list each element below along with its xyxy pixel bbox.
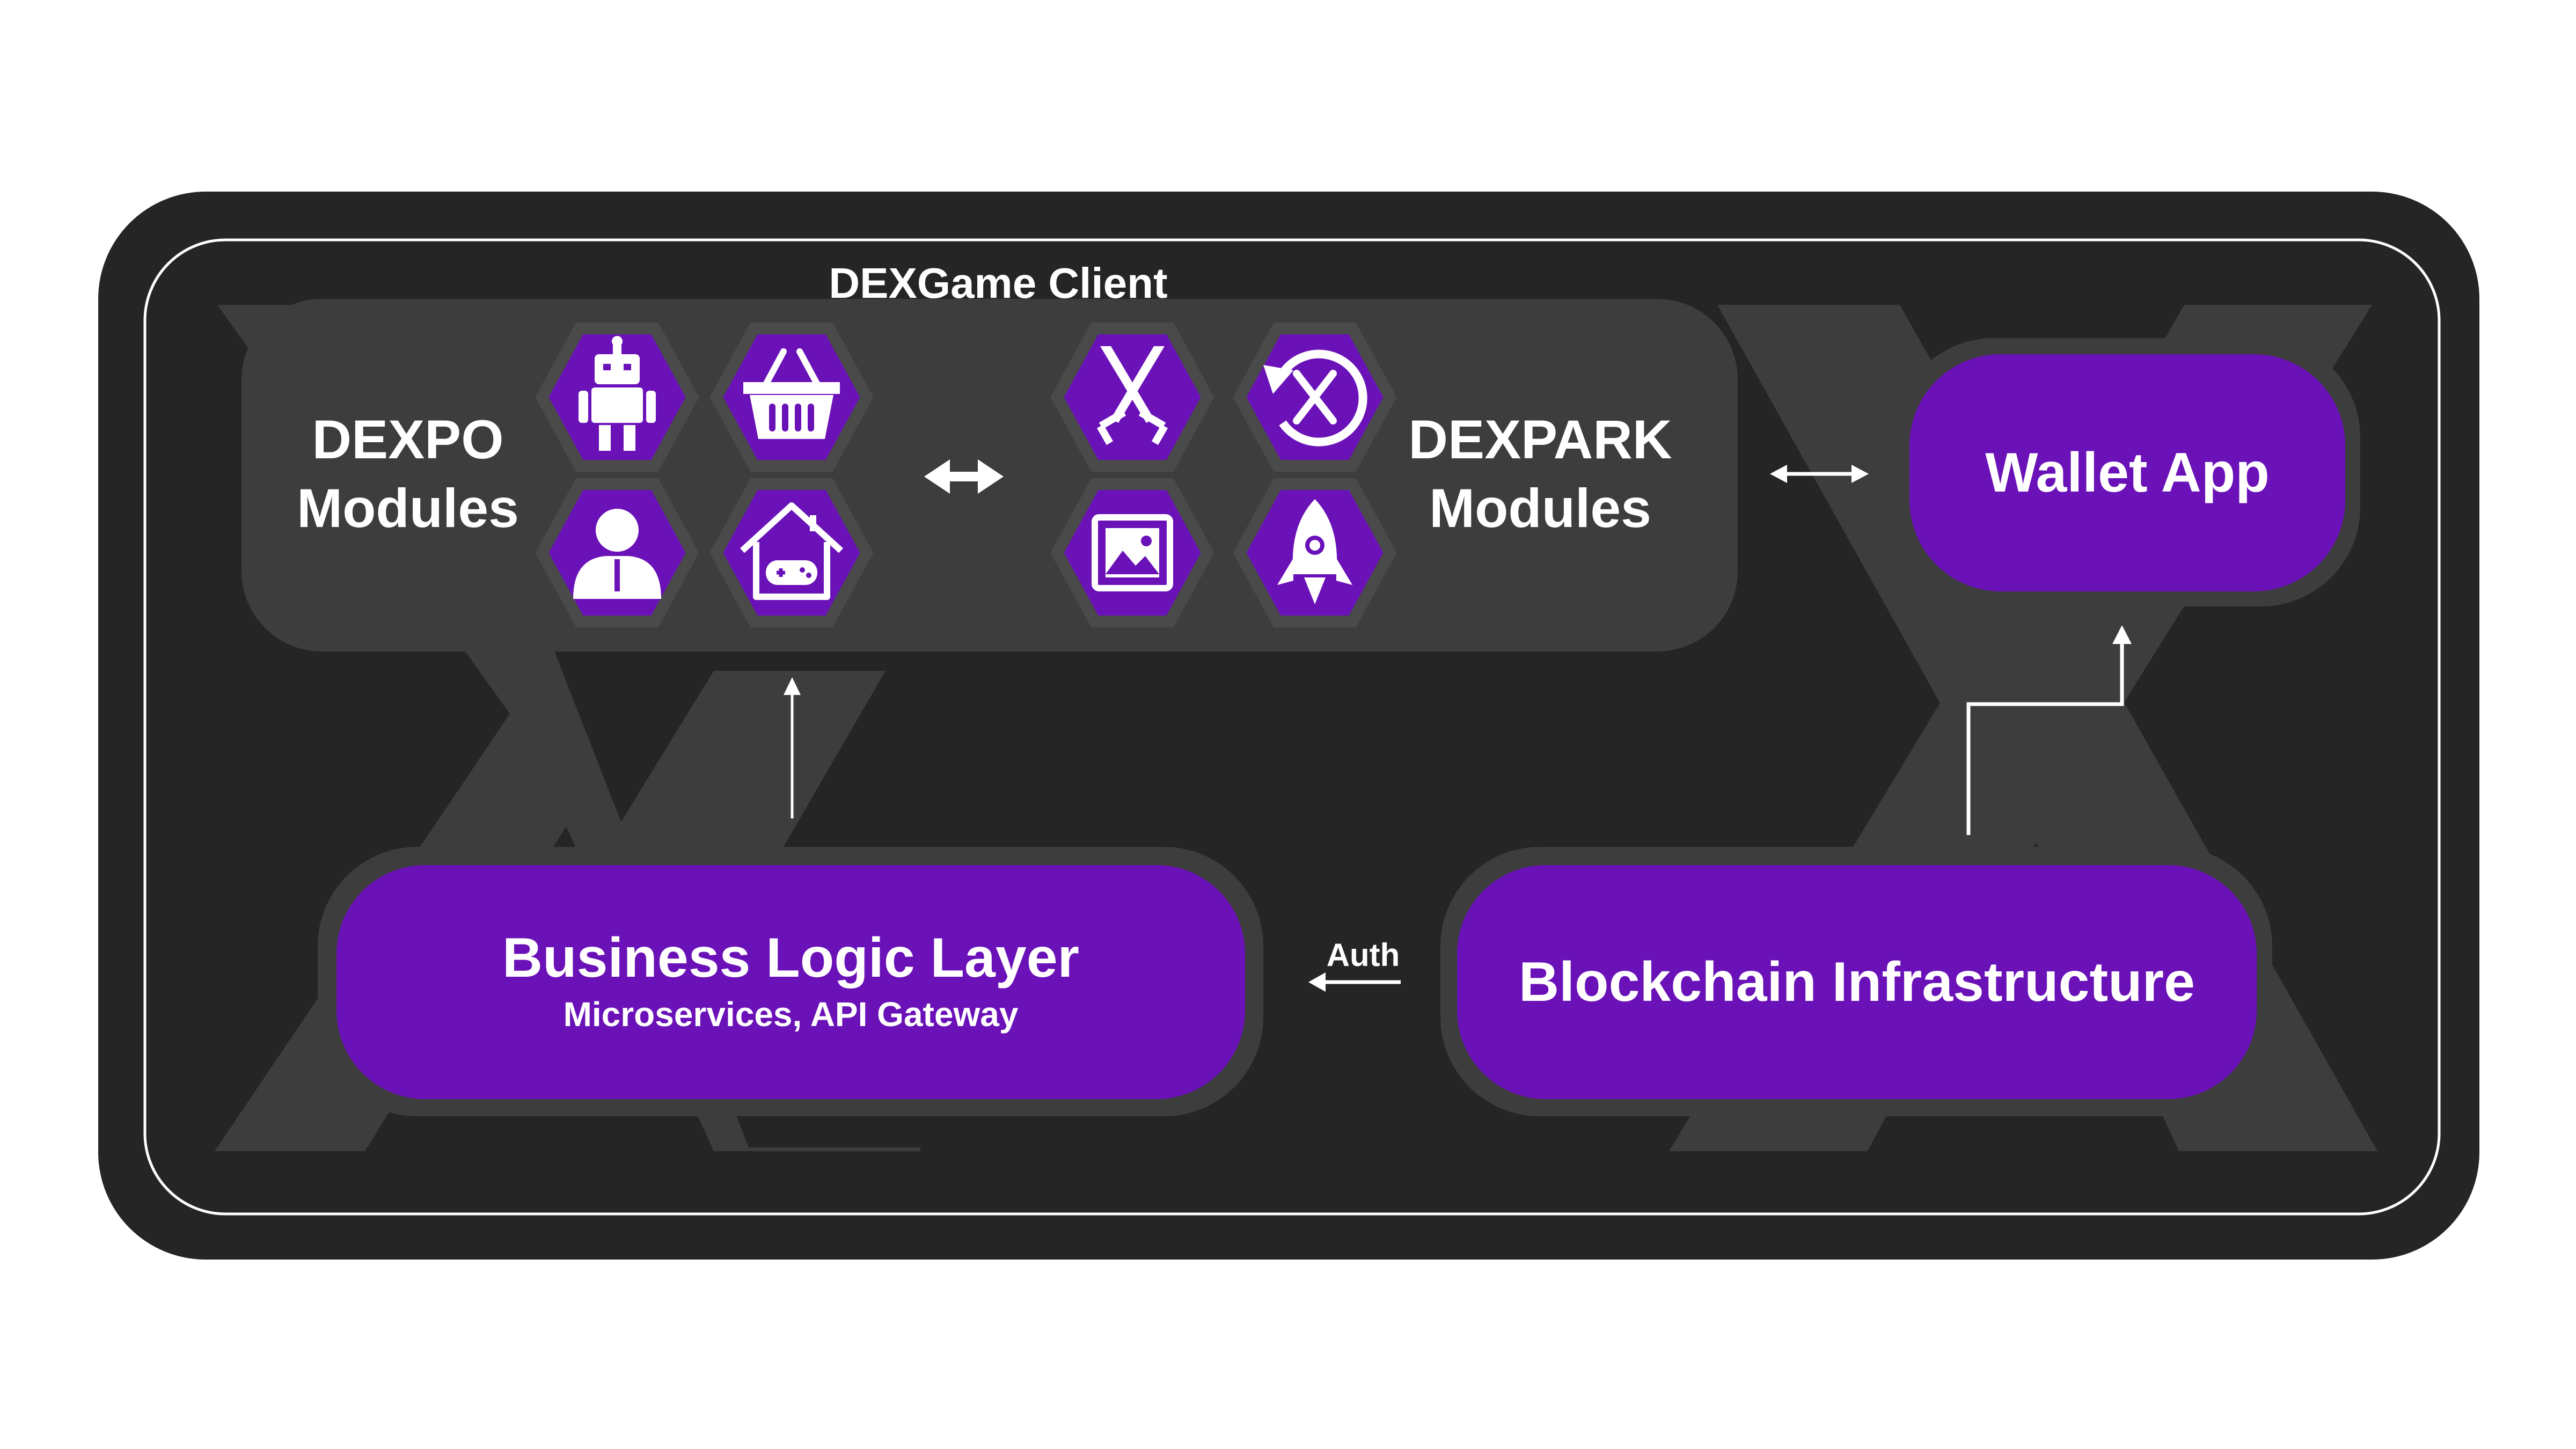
game-house-hex <box>709 478 874 627</box>
blockchain-label: Blockchain Infrastructure <box>1519 950 2195 1013</box>
client-title: DEXGame Client <box>829 259 1168 307</box>
arrow-auth <box>1308 972 1401 992</box>
arrow-business-client <box>784 677 801 818</box>
arrow-dexpo-dexpark <box>924 459 1004 494</box>
crossed-swords-icon <box>1096 346 1168 445</box>
swords-hex <box>1050 323 1214 472</box>
business-logic-layer: Business Logic Layer Microservices, API … <box>336 865 1245 1099</box>
robot-icon <box>579 336 656 451</box>
dexpark-line2: Modules <box>1429 478 1651 539</box>
basket-hex <box>709 323 874 472</box>
user-icon <box>573 509 661 599</box>
shopping-basket-icon <box>743 348 840 439</box>
x-refresh-icon <box>1263 349 1367 447</box>
wallet-label: Wallet App <box>1985 441 2270 504</box>
dexpo-line2: Modules <box>297 478 519 539</box>
user-hex <box>535 478 699 627</box>
dexpo-title: DEXPO Modules <box>252 405 564 543</box>
auth-label: Auth <box>1326 937 1400 973</box>
business-box <box>336 865 1245 1099</box>
dexpark-line1: DEXPARK <box>1408 409 1672 470</box>
image-hex <box>1050 478 1214 627</box>
dexpark-icons <box>1050 323 1397 627</box>
dexpo-line1: DEXPO <box>312 409 504 470</box>
business-subtitle: Microservices, API Gateway <box>563 995 1019 1034</box>
rocket-icon <box>1277 499 1352 604</box>
blockchain-infrastructure: Blockchain Infrastructure <box>1457 865 2257 1099</box>
rocket-hex <box>1233 478 1397 627</box>
robot-hex <box>535 323 699 472</box>
blockchain-box <box>1457 865 2257 1099</box>
arrow-blockchain-wallet <box>1966 625 2132 835</box>
wallet-app: Wallet App <box>1909 354 2345 591</box>
game-house-icon <box>740 502 844 600</box>
inner-border <box>143 238 2441 1216</box>
business-title: Business Logic Layer <box>502 927 1080 989</box>
x-refresh-hex <box>1233 323 1397 472</box>
dexpark-title: DEXPARK Modules <box>1374 405 1707 543</box>
dexpo-icons <box>535 323 874 627</box>
image-icon <box>1092 514 1173 591</box>
wallet-box <box>1909 354 2345 591</box>
arrow-client-wallet <box>1770 465 1869 483</box>
